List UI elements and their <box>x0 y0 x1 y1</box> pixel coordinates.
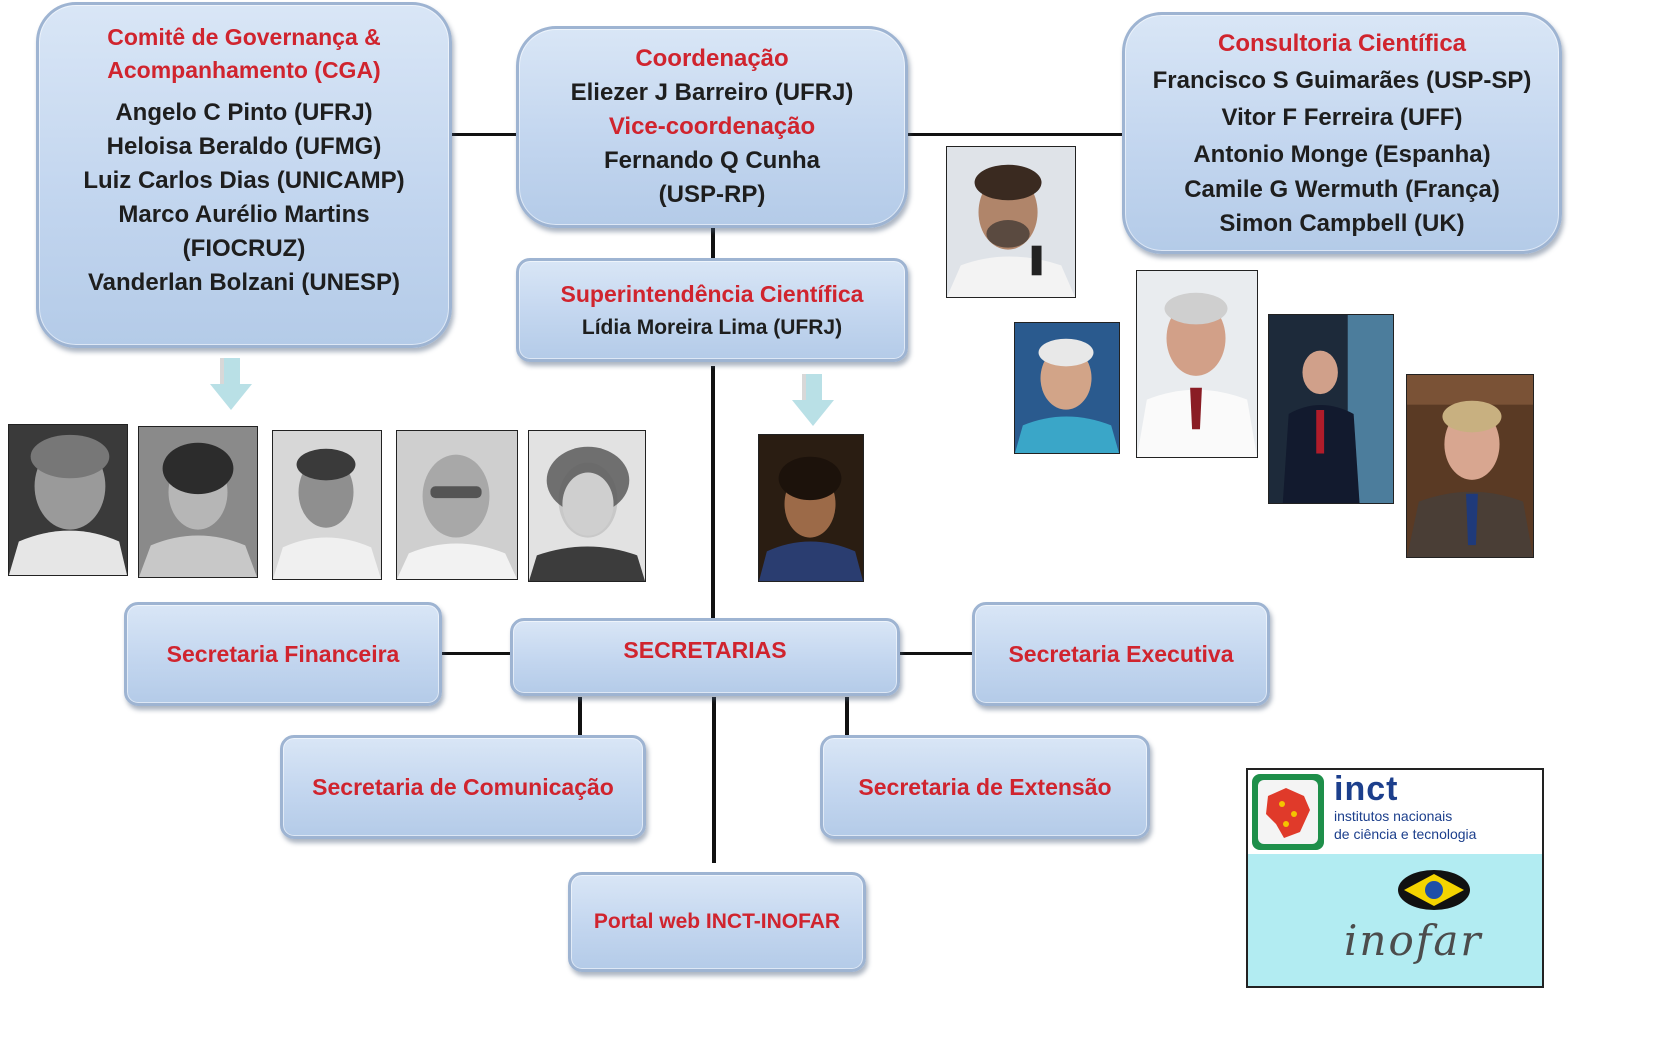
consultoria-member: Vitor F Ferreira (UFF) <box>1221 103 1463 131</box>
portrait-photo <box>138 426 258 578</box>
consultoria-member: Camile G Wermuth (França) <box>1184 175 1500 203</box>
cga-member: Heloisa Beraldo (UFMG) <box>106 132 382 160</box>
cga-member: Marco Aurélio Martins <box>118 200 370 228</box>
coordenacao-box: Coordenação Eliezer J Barreiro (UFRJ) Vi… <box>516 26 908 228</box>
inct-inofar-logo: inct institutos nacionais de ciência e t… <box>1246 768 1544 988</box>
secretaria-extensao-box: Secretaria de Extensão <box>820 735 1150 839</box>
portal-web-box: Portal web INCT-INOFAR <box>568 872 866 972</box>
secretaria-financeira-box: Secretaria Financeira <box>124 602 442 706</box>
secretaria-financeira-label: Secretaria Financeira <box>166 640 400 667</box>
inct-tagline-1: institutos nacionais <box>1334 808 1453 824</box>
superintendencia-title: Superintendência Científica <box>560 281 864 307</box>
secretaria-executiva-box: Secretaria Executiva <box>972 602 1270 706</box>
cga-box: Comitê de Governança & Acompanhamento (C… <box>36 2 452 348</box>
portrait-photo <box>1406 374 1534 558</box>
brazil-flag-icon <box>1398 870 1470 910</box>
coordenacao-title: Coordenação <box>635 45 789 72</box>
vice-coordenador-name: Fernando Q Cunha <box>604 147 820 174</box>
inofar-script: inofar <box>1344 916 1483 965</box>
portrait-photo <box>1268 314 1394 504</box>
arrow-down-icon <box>792 374 834 426</box>
connector-cga-coord <box>452 133 518 136</box>
portrait-photo <box>1014 322 1120 454</box>
cga-member: (FIOCRUZ) <box>182 234 306 262</box>
consultoria-member: Simon Campbell (UK) <box>1219 209 1465 237</box>
connector-portal <box>712 697 716 863</box>
connector-extensao <box>845 697 849 735</box>
portrait-photo <box>8 424 128 576</box>
consultoria-title: Consultoria Científica <box>1217 29 1467 57</box>
consultoria-box: Consultoria Científica Francisco S Guima… <box>1122 12 1562 254</box>
portal-web-label: Portal web INCT-INOFAR <box>593 910 841 933</box>
inct-brand: inct <box>1334 770 1399 808</box>
portrait-photo <box>272 430 382 580</box>
cga-members: Angelo C Pinto (UFRJ) Heloisa Beraldo (U… <box>83 96 404 300</box>
connector-coord-consult <box>906 133 1122 136</box>
portrait-photo <box>946 146 1076 298</box>
connector-financeira <box>440 652 510 655</box>
brazil-map-icon <box>1252 774 1324 850</box>
portrait-photo <box>396 430 518 580</box>
connector-superint-secretarias <box>711 366 715 619</box>
portrait-photo <box>1136 270 1258 458</box>
cga-member: Luiz Carlos Dias (UNICAMP) <box>83 166 405 194</box>
portrait-photo <box>528 430 646 582</box>
secretarias-box: SECRETARIAS <box>510 618 900 696</box>
consultoria-member: Francisco S Guimarães (USP-SP) <box>1152 66 1532 94</box>
vice-coordenacao-title: Vice-coordenação <box>608 113 816 140</box>
cga-member: Vanderlan Bolzani (UNESP) <box>87 268 401 296</box>
connector-coord-superint <box>711 228 715 258</box>
superintendente-name: Lídia Moreira Lima (UFRJ) <box>581 316 843 339</box>
vice-coordenador-affiliation: (USP-RP) <box>658 181 766 208</box>
secretaria-comunicacao-label: Secretaria de Comunicação <box>312 773 614 800</box>
inofar-panel: inofar <box>1248 854 1542 986</box>
secretaria-extensao-label: Secretaria de Extensão <box>858 773 1112 800</box>
portrait-photo <box>758 434 864 582</box>
superintendencia-box: Superintendência Científica Lídia Moreir… <box>516 258 908 362</box>
connector-executiva <box>900 652 972 655</box>
arrow-down-icon <box>210 358 252 410</box>
coordenador-name: Eliezer J Barreiro (UFRJ) <box>570 79 854 106</box>
connector-comunicacao <box>578 697 582 735</box>
inct-tagline-2: de ciência e tecnologia <box>1334 826 1477 842</box>
cga-member: Angelo C Pinto (UFRJ) <box>115 98 373 126</box>
secretarias-label: SECRETARIAS <box>623 637 787 663</box>
consultoria-member: Antonio Monge (Espanha) <box>1193 140 1491 168</box>
secretaria-comunicacao-box: Secretaria de Comunicação <box>280 735 646 839</box>
inct-header: inct institutos nacionais de ciência e t… <box>1248 770 1542 854</box>
secretaria-executiva-label: Secretaria Executiva <box>1008 640 1234 667</box>
cga-title: Comitê de Governança & Acompanhamento (C… <box>107 24 381 84</box>
